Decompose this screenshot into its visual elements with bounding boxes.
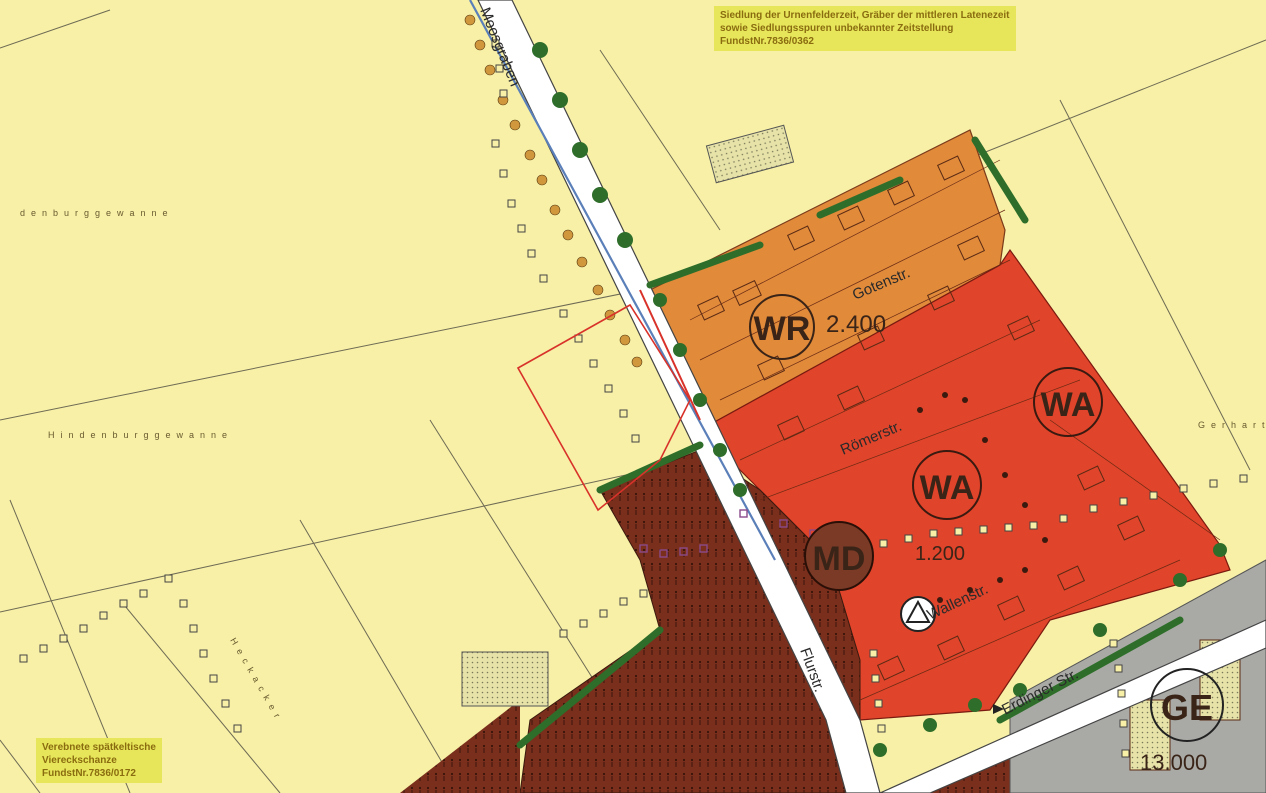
finding-note-south-line1: Verebnete spätkeltische: [42, 742, 156, 753]
finding-note-north-line3: FundstNr.7836/0362: [720, 36, 814, 47]
monument-marker: [900, 596, 936, 632]
zone-md-area-south: [400, 700, 520, 793]
zone-wa-main-code: WA: [920, 469, 975, 507]
field-feature-north: [705, 124, 795, 184]
field-name-gerharting: Gerharting: [1198, 420, 1266, 430]
field-name-hindenburg-upper: denburggewanne: [20, 208, 174, 218]
zone-wa-upper-code: WA: [1041, 386, 1096, 424]
field-name-hindenburg-lower: Hindenburggewanne: [48, 430, 233, 440]
zone-md-code: MD: [813, 540, 866, 578]
zone-ge-code: GE: [1161, 687, 1213, 728]
finding-note-south: Verebnete spätkeltische Viereckschanze F…: [36, 738, 162, 783]
highlighted-parcel: [516, 303, 691, 512]
zone-wa-main-area-value: 1.200: [915, 543, 965, 565]
zone-symbol-ge: GE 13.000: [1140, 668, 1224, 775]
finding-note-north-line1: Siedlung der Urnenfelderzeit, Gräber der…: [720, 10, 1010, 21]
zone-symbol-md: MD: [804, 521, 874, 591]
erdinger-road: [879, 619, 1266, 793]
parcel-boundary-red: [639, 289, 701, 421]
zone-wr-area-value: 2.400: [826, 311, 886, 338]
road-arrow-icon: [993, 704, 1004, 714]
finding-note-south-line3: FundstNr.7836/0172: [42, 768, 136, 779]
hedge-rows: [516, 136, 1184, 749]
zone-symbol-wa-main: WA 1.200: [912, 450, 982, 565]
finding-note-north-line2: sowie Siedlungsspuren unbekannter Zeitst…: [720, 23, 954, 34]
field-feature-south: [461, 651, 549, 707]
street-trees: [532, 42, 1227, 757]
finding-note-south-line2: Viereckschanze: [42, 755, 117, 766]
zone-symbol-wr: WR 2.400: [749, 294, 886, 360]
zone-wr-code: WR: [754, 310, 811, 348]
zone-symbol-wa-upper: WA: [1033, 367, 1103, 437]
orchard-trees: [464, 14, 643, 368]
moosgraben-stream: [469, 0, 776, 561]
zone-ge-area-value: 13.000: [1140, 750, 1207, 775]
finding-note-north: Siedlung der Urnenfelderzeit, Gräber der…: [714, 6, 1016, 51]
zone-ge-area: [1009, 559, 1266, 793]
boundary-markers: [19, 39, 1248, 758]
